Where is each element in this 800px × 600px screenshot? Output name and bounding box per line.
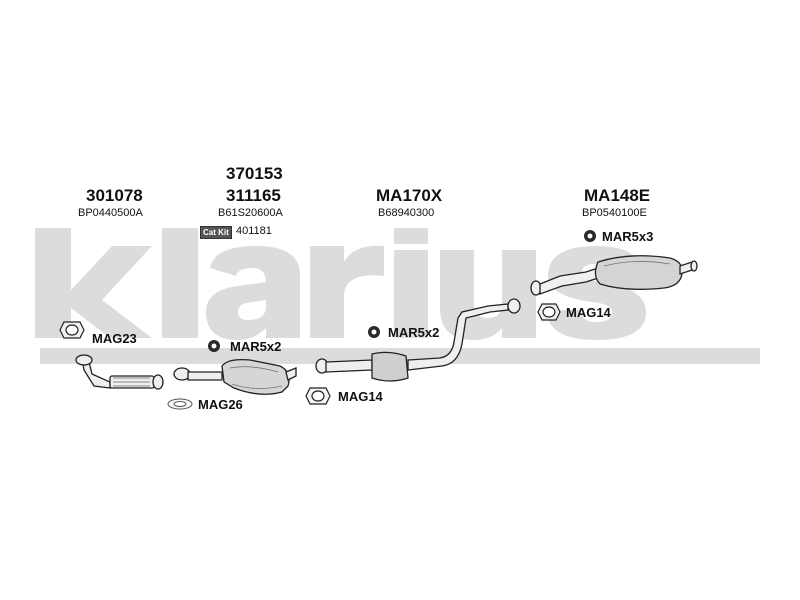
part-number: 370153	[226, 164, 283, 183]
ring-gasket-icon	[167, 398, 193, 410]
centre-silencer-part	[315, 298, 521, 382]
oem-number: B61S20600A	[218, 207, 283, 219]
cat-kit-badge: Cat Kit	[200, 226, 232, 239]
rubber-mount-icon	[368, 326, 380, 338]
accessory-label: MAG23	[92, 331, 137, 346]
part-number: 301078	[86, 186, 143, 205]
oem-number: B68940300	[378, 207, 435, 219]
accessory-label: MAG14	[566, 305, 611, 320]
accessory-label: MAR5x2	[230, 339, 282, 354]
flange-gasket-icon	[305, 387, 331, 405]
accessory-label: MAR5x3	[602, 229, 654, 244]
accessory-label: MAG26	[198, 397, 243, 412]
oem-number: BP0440500A	[78, 207, 143, 219]
catalytic-converter-part	[173, 358, 297, 395]
rear-silencer-part	[530, 255, 698, 296]
flange-gasket-icon	[59, 321, 85, 339]
part-number: 311165	[226, 186, 281, 205]
part-number: MA148E	[584, 186, 651, 205]
accessory-label: MAG14	[338, 389, 383, 404]
flange-gasket-icon	[537, 303, 561, 321]
rubber-mount-icon	[584, 230, 596, 242]
rubber-mount-icon	[208, 340, 220, 352]
oem-number: BP0540100E	[582, 207, 647, 219]
cat-kit-number: 401181	[236, 225, 272, 237]
accessory-label: MAR5x2	[388, 325, 440, 340]
front-pipe-part	[75, 354, 164, 390]
part-number: MA170X	[376, 186, 443, 205]
